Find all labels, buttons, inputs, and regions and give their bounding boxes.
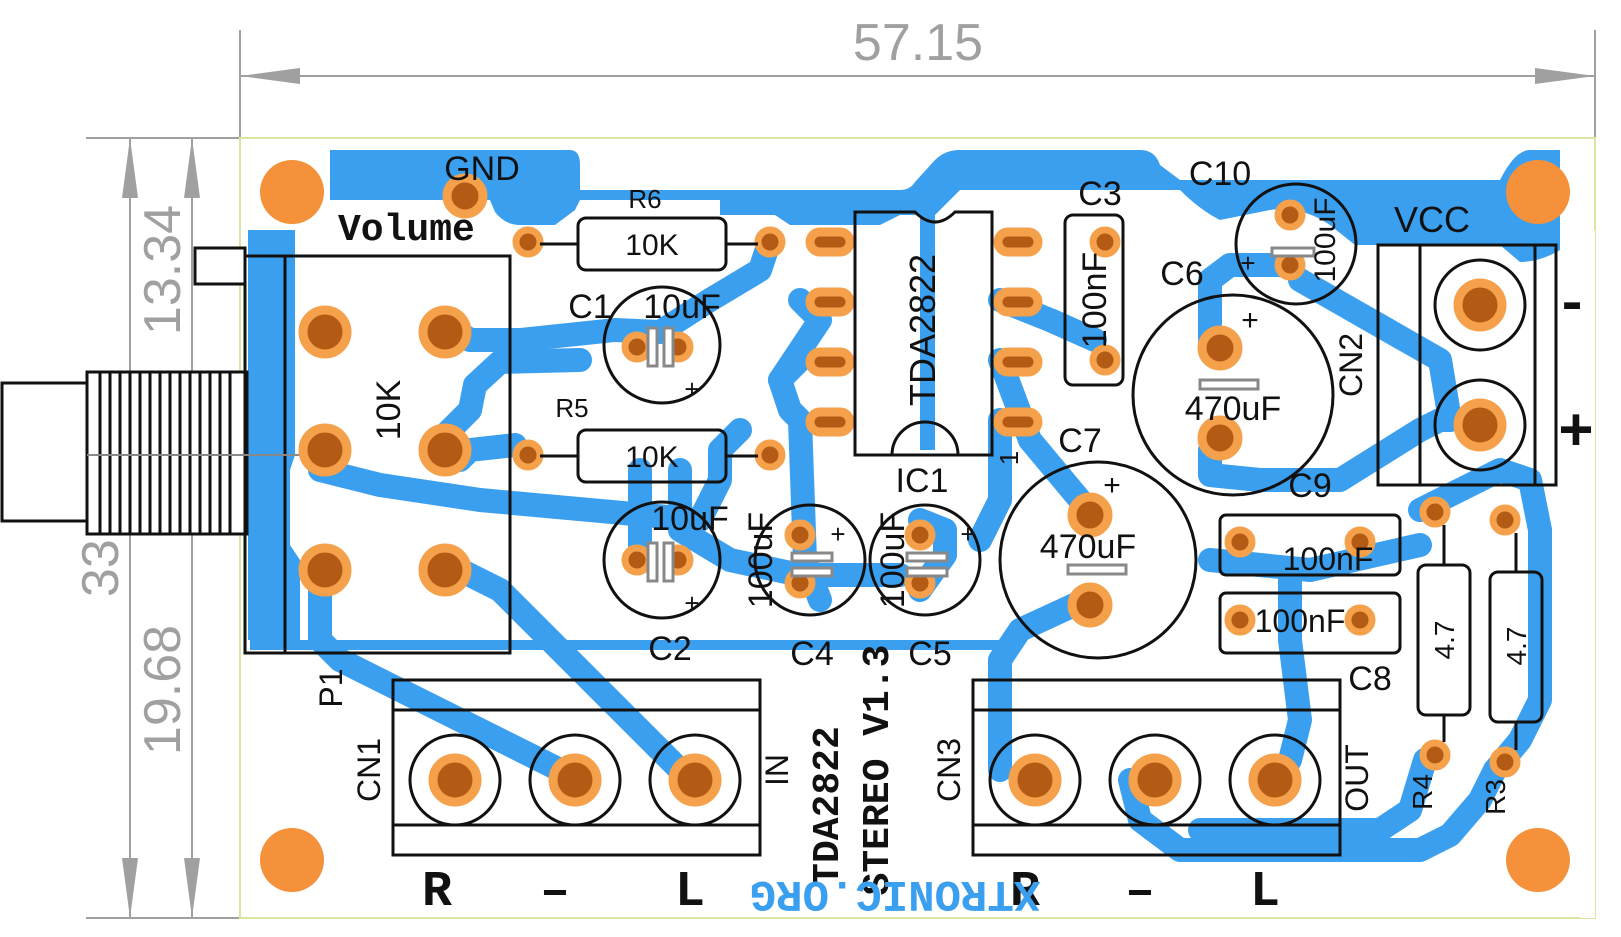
terminal-cn1-outline [391, 678, 762, 857]
label-c6: C6 [1160, 255, 1203, 293]
label-c3-value: 100nF [1076, 252, 1114, 348]
label-c7-value: 470uF [1040, 528, 1136, 566]
label-in-r: R [422, 864, 452, 921]
capacitor-symbols [646, 246, 1316, 583]
label-board-title-2: STEREO V1.3 [857, 645, 900, 896]
label-r6-value: 10K [625, 229, 678, 262]
label-plus: + [1558, 401, 1594, 469]
label-c5-value: 100uF [874, 512, 912, 608]
mount-hole-top-right [1506, 160, 1570, 224]
label-c4: C4 [790, 635, 833, 673]
label-c7: C7 [1058, 422, 1101, 460]
dimension-width: 57.15 [853, 14, 983, 72]
label-c10: C10 [1189, 155, 1251, 193]
capacitor-c8-outline [1218, 591, 1402, 655]
dimension-height-lower: 19.68 [134, 625, 192, 755]
silkscreen [391, 182, 1558, 857]
label-r5: R5 [555, 393, 588, 423]
mounting-holes [260, 160, 1570, 892]
label-out: OUT [1339, 744, 1375, 812]
capacitor-c9-outline [1218, 513, 1402, 577]
label-in-l: L [675, 864, 705, 921]
label-c2-plus: + [684, 588, 699, 618]
label-c9-value: 100nF [1283, 541, 1374, 577]
label-c5-plus: + [960, 519, 975, 549]
label-c2-value: 10uF [651, 500, 729, 538]
copper-text-brand: XTRONIC.ORG [750, 868, 1040, 918]
mount-hole-bottom-right [1506, 828, 1570, 892]
label-r3: R3 [1480, 779, 1511, 815]
label-c1: C1 [568, 288, 611, 326]
label-out-l: L [1250, 864, 1280, 921]
capacitor-c6-outline [1131, 293, 1335, 497]
label-c6-plus: + [1241, 304, 1259, 337]
pot-knob [0, 381, 89, 523]
terminal-cn2-outline [1376, 243, 1558, 487]
gnd-pad [442, 173, 488, 219]
label-c5: C5 [908, 635, 951, 673]
label-c8: C8 [1348, 660, 1391, 698]
label-cn2: CN2 [1333, 333, 1369, 397]
label-c1-value: 10uF [643, 288, 721, 326]
label-cn1: CN1 [351, 738, 387, 802]
silk-labels: GND Volume R6 10K R5 10K C1 10uF + C2 10… [313, 150, 1594, 921]
capacitor-c7-outline [998, 460, 1198, 660]
mount-hole-top-left [260, 160, 324, 224]
label-c4-value: 100uF [742, 512, 780, 608]
capacitor-c4-outline [753, 503, 867, 617]
ic1-outline [853, 210, 994, 457]
label-vcc: VCC [1394, 199, 1470, 240]
label-volume: Volume [338, 209, 475, 252]
mount-hole-bottom-left [260, 828, 324, 892]
label-c10-value: 100uF [1309, 197, 1342, 282]
label-cn3: CN3 [931, 738, 967, 802]
label-r6: R6 [628, 184, 661, 214]
label-pot-value: 10K [370, 379, 408, 440]
label-ic1: IC1 [896, 462, 949, 500]
label-c9: C9 [1288, 467, 1331, 505]
terminal-cn3-outline [971, 678, 1342, 857]
label-c7-plus: + [1103, 469, 1121, 502]
label-c1-plus: + [684, 374, 699, 404]
label-in: IN [759, 754, 795, 786]
dimension-height-upper: 13.34 [134, 205, 192, 335]
capacitor-c10-outline [1234, 182, 1358, 306]
label-ic-part: TDA2822 [902, 254, 943, 406]
label-c10-plus: + [1240, 248, 1255, 278]
label-minus: - [1555, 273, 1589, 337]
label-r3-value: 4.7 [1501, 627, 1532, 666]
label-c2: C2 [648, 630, 691, 668]
label-board-title-1: TDA2822 [807, 726, 850, 886]
label-c6-value: 470uF [1185, 390, 1281, 428]
label-c3: C3 [1078, 175, 1121, 213]
capacitor-c5-outline [868, 503, 982, 617]
label-r4-value: 4.7 [1429, 621, 1460, 660]
label-r5-value: 10K [625, 441, 678, 474]
label-r4: R4 [1407, 774, 1438, 810]
label-c8-value: 100nF [1255, 603, 1346, 639]
potentiometer-p1 [0, 246, 512, 655]
capacitor-c2-outline [602, 500, 722, 620]
label-out-gnd: – [1125, 864, 1155, 921]
label-c4-plus: + [830, 519, 845, 549]
label-p1: P1 [313, 668, 349, 707]
label-gnd: GND [444, 150, 520, 188]
capacitor-c1-outline [602, 285, 722, 405]
label-in-gnd: – [540, 864, 570, 921]
label-ic-pin1: 1 [994, 451, 1024, 465]
capacitor-c3-outline [1063, 213, 1125, 387]
dimension-arrows [122, 68, 1595, 918]
pot-tab [193, 246, 247, 286]
label-out-r: R [1010, 864, 1040, 921]
